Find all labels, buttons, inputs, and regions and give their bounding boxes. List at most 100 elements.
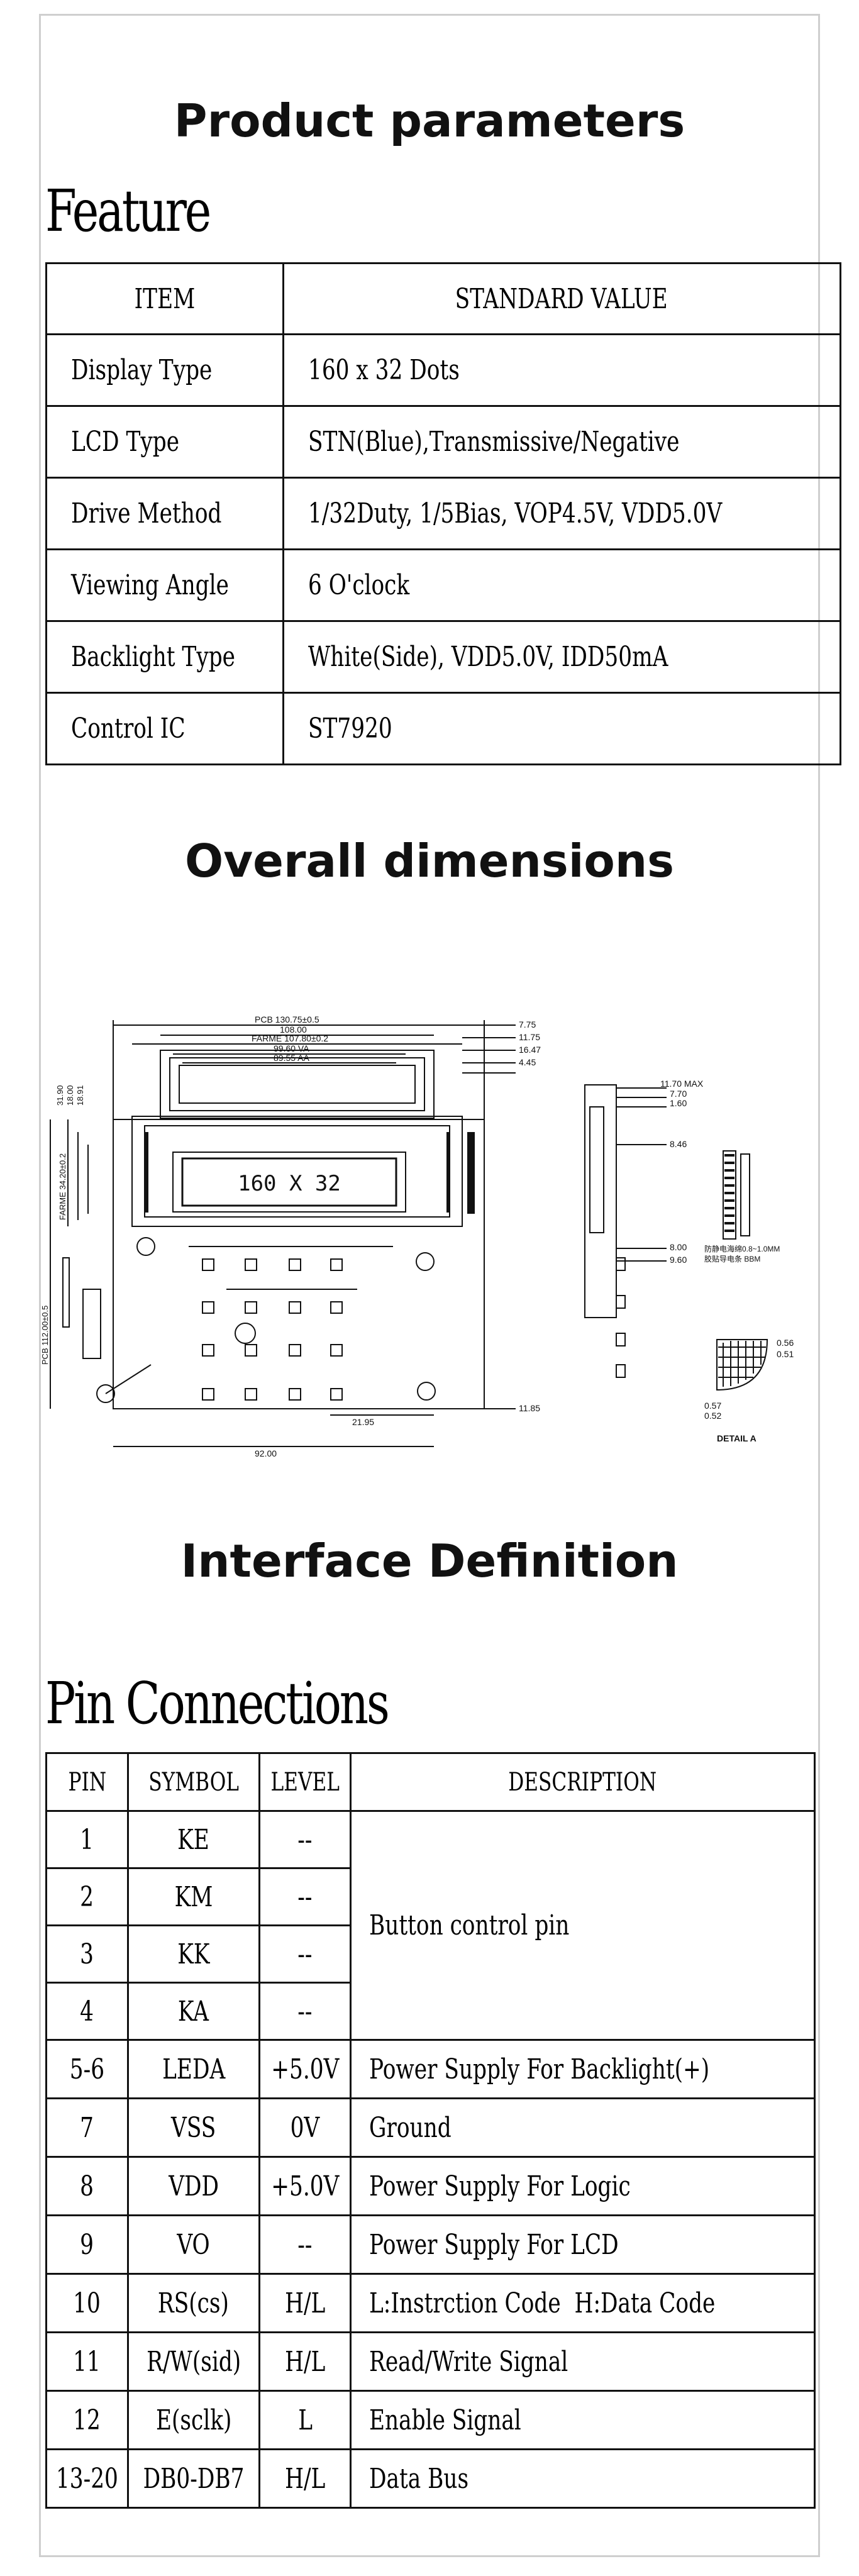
pin-number: 4 (45, 1982, 129, 2041)
feature-value: ST7920 (282, 692, 841, 765)
dim-side: 8.46 (670, 1139, 687, 1149)
pin-description: Data Bus (350, 2448, 816, 2509)
pin-number: 5-6 (45, 2039, 129, 2099)
feature-item: Backlight Type (45, 620, 284, 694)
dim-right: 4.45 (519, 1057, 536, 1067)
dim-left: 18.91 (75, 1085, 85, 1106)
pin-number: 1 (45, 1810, 129, 1869)
pin-col-level: LEVEL (258, 1752, 352, 1812)
feature-value: STN(Blue),Transmissive/Negative (282, 405, 841, 479)
pin-number: 12 (45, 2390, 129, 2450)
pin-symbol: R/W(sid) (126, 2331, 260, 2392)
dim-frame-width: FARME 107.80±0.2 (252, 1033, 328, 1043)
dim-right: 11.75 (519, 1032, 540, 1042)
pin-symbol: KE (126, 1810, 260, 1869)
table-row: Control IC ST7920 (45, 692, 841, 765)
table-row: 9 VO -- Power Supply For LCD (45, 2214, 816, 2275)
feature-col-value: STANDARD VALUE (282, 262, 841, 335)
drawing-note: 胶贴导电条 BBM (704, 1254, 760, 1263)
pin-number: 13-20 (45, 2448, 129, 2509)
table-row: 7 VSS 0V Ground (45, 2097, 816, 2158)
interface-definition-heading: Interface Definition (180, 1535, 679, 1587)
pin-symbol: E(sclk) (126, 2390, 260, 2450)
pin-number: 10 (45, 2273, 129, 2333)
pin-level: L (258, 2390, 352, 2450)
pin-header-row: PIN SYMBOL LEVEL DESCRIPTION (45, 1752, 816, 1812)
table-row: 4 KA -- (45, 1982, 815, 2041)
dim-aa-width: 89.55 AA (274, 1053, 309, 1063)
feature-col-item: ITEM (45, 262, 284, 335)
pcb-outline (113, 1119, 485, 1409)
mount-hole (136, 1237, 155, 1256)
table-row: 13-20 DB0-DB7 H/L Data Bus (45, 2448, 816, 2509)
feature-value: 1/32Duty, 1/5Bias, VOP4.5V, VDD5.0V (282, 477, 841, 550)
lcd-viewing-area (181, 1157, 397, 1207)
table-row: 5-6 LEDA +5.0V Power Supply For Backligh… (45, 2039, 816, 2099)
pin-level: -- (258, 1924, 352, 1984)
lcd-frame (131, 1116, 463, 1227)
mount-hole (417, 1382, 436, 1401)
pin-description: Ground (350, 2097, 816, 2158)
pin-symbol: LEDA (126, 2039, 260, 2099)
feature-item: LCD Type (45, 405, 284, 479)
zebra-connector (723, 1150, 750, 1240)
detail-a-label: DETAIL A (717, 1433, 756, 1443)
feature-table: ITEM STANDARD VALUE Display Type 160 x 3… (45, 262, 841, 765)
feature-value: 160 x 32 Dots (282, 333, 841, 407)
zebra-stripes (724, 1154, 734, 1232)
pin-symbol: VSS (126, 2097, 260, 2158)
dim-left: 31.90 (55, 1085, 65, 1106)
dim-108: 108.00 (280, 1024, 307, 1035)
table-row: 8 VDD +5.0V Power Supply For Logic (45, 2156, 816, 2216)
pin-symbol: DB0-DB7 (126, 2448, 260, 2509)
pin-col-symbol: SYMBOL (126, 1752, 260, 1812)
pin-number: 2 (45, 1867, 129, 1926)
feature-item: Viewing Angle (45, 548, 284, 622)
pin-number: 11 (45, 2331, 129, 2392)
pin-level: -- (258, 1810, 352, 1869)
feature-item: Drive Method (45, 477, 284, 550)
feature-item: Control IC (45, 692, 284, 765)
pin-symbol: KK (126, 1924, 260, 1984)
feature-value: 6 O'clock (282, 548, 841, 622)
pin-description: Enable Signal (350, 2390, 816, 2450)
dim-va-width: 99.60 VA (274, 1043, 309, 1053)
dim-side: 7.70 (670, 1089, 687, 1099)
mount-hole (416, 1252, 435, 1271)
pin-table: PIN SYMBOL LEVEL DESCRIPTION 1 KE -- But… (45, 1752, 816, 2509)
table-row: 11 R/W(sid) H/L Read/Write Signal (45, 2331, 816, 2392)
dim-side: 11.70 MAX (660, 1079, 704, 1089)
drawing-note: 防静电海绵0.8~1.0MM (704, 1244, 780, 1253)
dim-detail: 0.56 (777, 1338, 794, 1348)
dimension-drawing: PCB 130.75±0.5 108.00 FARME 107.80±0.2 9… (40, 1014, 794, 1458)
table-row: 2 KM -- (45, 1867, 815, 1926)
pin-symbol: RS(cs) (126, 2273, 260, 2333)
dim-92: 92.00 (255, 1448, 277, 1458)
bezel-top (160, 1050, 435, 1119)
pin-description: Button control pin (350, 1810, 816, 2041)
pin-level: +5.0V (258, 2039, 352, 2099)
dim-side: 8.00 (670, 1242, 687, 1252)
dim-21-95: 21.95 (352, 1417, 374, 1427)
pin-symbol: KA (126, 1982, 260, 2041)
pin-description: Read/Write Signal (350, 2331, 816, 2392)
feature-value: White(Side), VDD5.0V, IDD50mA (282, 620, 841, 694)
table-row: 10 RS(cs) H/L L:Instrction Code H:Data C… (45, 2273, 816, 2333)
overall-dimensions-heading: Overall dimensions (185, 835, 674, 887)
dim-left: 18.00 (65, 1085, 75, 1106)
dim-detail: 0.57 (704, 1401, 721, 1411)
table-row: Backlight Type White(Side), VDD5.0V, IDD… (45, 620, 841, 694)
table-row: Display Type 160 x 32 Dots (45, 333, 841, 407)
pin-level: -- (258, 2214, 352, 2275)
detail-a-drawing (716, 1339, 768, 1391)
pin-number: 8 (45, 2156, 129, 2216)
dim-11-85: 11.85 (519, 1403, 540, 1413)
pin-symbol: VO (126, 2214, 260, 2275)
dim-pcb-height: PCB 112.00±0.5 (40, 1306, 50, 1365)
dim-right: 7.75 (519, 1019, 536, 1030)
frame-pins (145, 1132, 475, 1214)
pin-level: 0V (258, 2097, 352, 2158)
pin-level: -- (258, 1982, 352, 2041)
pin-level: +5.0V (258, 2156, 352, 2216)
pin-description: Power Supply For LCD (350, 2214, 816, 2275)
